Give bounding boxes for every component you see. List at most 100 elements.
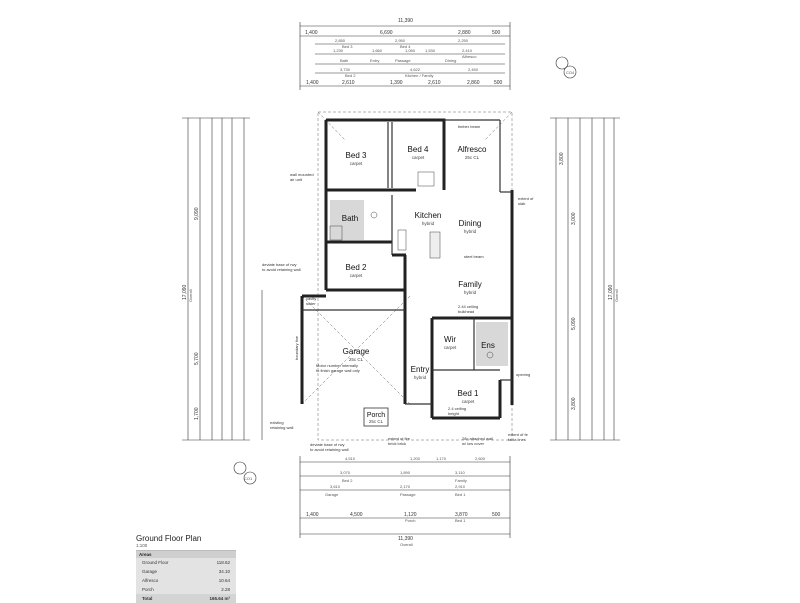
area-value: 2.28 <box>221 587 230 592</box>
room-dining-name: Dining <box>459 219 482 228</box>
top-label-passage: Passage <box>395 58 411 63</box>
room-alfresco-name: Alfresco <box>458 145 487 154</box>
top-dim-4: 500 <box>492 30 501 36</box>
top-label-entry: Entry <box>370 58 379 63</box>
top-dim-r3-1: 1,230 <box>333 48 344 53</box>
top-dim-2: 6,690 <box>380 30 393 36</box>
room-kitchen-name: Kitchen <box>415 211 442 220</box>
left-dim-1: 9,090 <box>194 207 200 220</box>
area-value: 34.10 <box>218 569 230 574</box>
area-label: Porch <box>142 587 154 592</box>
top-dim-r5-2: 2,610 <box>342 80 355 86</box>
bottom-label-bed2: Bed 2 <box>342 478 353 483</box>
top-dim-r5-5: 2,860 <box>467 80 480 86</box>
fixtures <box>329 171 494 359</box>
room-garage-name: Garage <box>343 347 370 356</box>
right-dim-1: 3,800 <box>559 152 565 165</box>
bottom-dim-r1-1: 4,510 <box>345 456 356 461</box>
top-dim-r4-2: 4,622 <box>410 67 421 72</box>
section-marker-bottom: CO1 <box>233 461 257 485</box>
bottom-dim-r2-3: 3,110 <box>455 470 465 475</box>
top-dim-1: 1,400 <box>305 30 318 36</box>
top-dim-r2-3: 2,250 <box>458 38 469 43</box>
bottom-label-passage: Passage <box>400 492 416 497</box>
section-marker-top: CO4 <box>555 56 577 79</box>
left-dimensions: 17,090 Overall 9,090 5,700 1,700 <box>182 117 263 441</box>
bottom-dim-r4-4: 3,870 <box>455 512 468 518</box>
top-label-bath: Bath <box>340 58 348 63</box>
top-label-dining: Dining <box>445 58 456 63</box>
section-marker-top-label: CO4 <box>566 70 575 75</box>
top-overall-dim: 11,390 <box>398 18 413 24</box>
right-overall-dim: 17,090 <box>608 284 614 300</box>
top-label-kitchen-family: Kitchen / Family <box>405 73 433 78</box>
bottom-dimensions: 4,510 1,200 1,170 2,600 3,070 1,890 3,11… <box>299 456 511 547</box>
note-boundary: boundary line <box>294 335 299 360</box>
bath-floor-tiles <box>330 200 364 240</box>
bottom-dim-r1-2: 1,200 <box>410 456 421 461</box>
bottom-dim-r1-4: 2,600 <box>475 456 486 461</box>
walls <box>300 118 514 427</box>
top-label-alfresco: Alfresco <box>462 54 477 59</box>
area-label: Ground Floor <box>142 560 169 565</box>
top-dim-r3-2: 1,660 <box>372 48 383 53</box>
room-entry-finish: hybrid <box>414 375 427 380</box>
room-dining-finish: hybrid <box>464 229 477 234</box>
ensuite-floor-tiles <box>476 322 508 366</box>
room-wir-name: Wir <box>444 335 456 344</box>
room-bed2-name: Bed 2 <box>346 263 367 272</box>
top-dim-r5-3: 1,390 <box>390 80 403 86</box>
bottom-label-bed1: Bed 1 <box>455 492 466 497</box>
room-alfresco-finish: 25c CL <box>465 155 480 160</box>
areas-table: Ground Floor Plan 1:100 Areas Ground Flo… <box>136 534 236 603</box>
room-ens-name: Ens <box>481 341 495 350</box>
note-timber-beam: timber beam <box>458 124 481 129</box>
bottom-dim-r4-1: 1,400 <box>306 512 319 518</box>
top-dim-r2-1: 2,850 <box>335 38 346 43</box>
room-porch-name: Porch <box>367 412 385 419</box>
bottom-label-bed1-2: Bed 1 <box>455 518 466 523</box>
bottom-dim-r2-2: 1,890 <box>400 470 411 475</box>
right-dimensions: 3,800 3,000 5,090 3,800 17,090 Overall <box>550 117 620 441</box>
area-label: Garage <box>142 569 158 574</box>
room-family-finish: hybrid <box>464 290 477 295</box>
bottom-overall-label: Overall <box>400 542 413 547</box>
right-dim-3: 5,090 <box>571 317 577 330</box>
bottom-overall-dim: 11,390 <box>398 536 413 542</box>
left-dim-3: 1,700 <box>194 407 200 420</box>
room-bed3-name: Bed 3 <box>346 151 367 160</box>
area-total-label: Total <box>142 596 153 601</box>
section-marker-bottom-label: CO1 <box>244 476 253 481</box>
room-bed4-finish: carpet <box>412 155 425 160</box>
top-dim-r5-6: 500 <box>494 80 503 86</box>
left-overall-dim: 17,090 <box>182 284 188 300</box>
room-bed3-finish: carpet <box>350 161 363 166</box>
note-steel-beam: steel beam <box>464 254 484 259</box>
area-total-row: Total 165.64 m² <box>136 594 236 603</box>
room-bed2-finish: carpet <box>350 273 363 278</box>
top-label-bed2: Bed 2 <box>345 73 356 78</box>
top-dim-r5-4: 2,610 <box>428 80 441 86</box>
top-dim-r4-3: 2,450 <box>468 67 479 72</box>
bottom-dim-r4-2: 4,500 <box>350 512 363 518</box>
bottom-label-porch: Porch <box>405 518 415 523</box>
area-total-value: 165.64 m² <box>209 596 230 601</box>
area-row: Ground Floor 118.62 <box>136 558 236 567</box>
bottom-dim-r3-3: 2,910 <box>455 484 466 489</box>
room-bed4-name: Bed 4 <box>408 145 429 154</box>
top-dim-r4-1: 3,730 <box>340 67 351 72</box>
area-label: Alfresco <box>142 578 159 583</box>
bottom-dim-r4-3: 1,120 <box>404 512 417 518</box>
top-dim-3: 2,880 <box>458 30 471 36</box>
right-dim-2: 3,000 <box>571 212 577 225</box>
